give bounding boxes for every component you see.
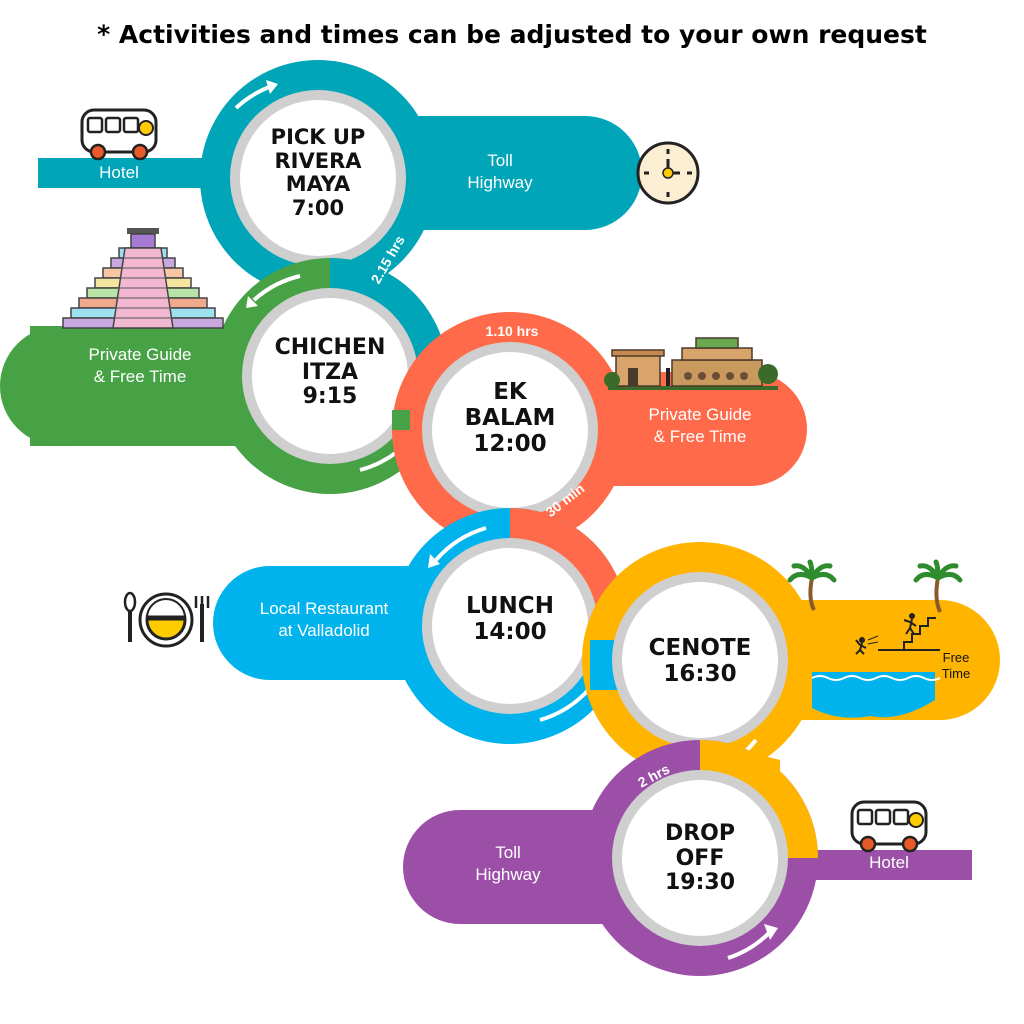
water-wave xyxy=(811,675,941,681)
arrow-arc xyxy=(252,274,301,302)
toll-2-cap xyxy=(403,810,517,924)
lunch-inner xyxy=(432,548,588,704)
arrow-head xyxy=(428,554,440,568)
bus-icon xyxy=(80,108,158,161)
cenote-inner xyxy=(622,582,778,738)
palm-tree-icon xyxy=(787,559,837,611)
pickup-inner xyxy=(240,100,396,256)
chichen-pill-cap xyxy=(0,326,120,446)
clock-icon xyxy=(636,141,700,205)
ekbalam-inner xyxy=(432,352,588,508)
hotel-start-strip xyxy=(38,158,215,188)
duration-label-2: 1.10 hrs xyxy=(486,323,539,339)
lunch-pill-cap xyxy=(213,566,327,680)
arrow-arc xyxy=(434,526,487,562)
segment-cenote xyxy=(582,542,1000,778)
diver-icon xyxy=(855,613,940,655)
arrow-head xyxy=(246,296,258,308)
chichen-inner xyxy=(252,298,408,454)
arrow-head xyxy=(764,924,778,940)
bus-icon xyxy=(850,800,928,853)
arrow-head xyxy=(266,80,278,94)
segment-chichen xyxy=(0,258,448,494)
ruins-icon xyxy=(604,337,778,390)
segment-ekbalam xyxy=(392,312,807,548)
pyramid-icon xyxy=(62,228,224,329)
dropoff-inner xyxy=(622,780,778,936)
segment-pickup xyxy=(38,60,642,296)
plate-cutlery-icon xyxy=(123,591,210,648)
palm-tree-icon xyxy=(913,559,963,613)
hotel-end-strip xyxy=(780,850,972,880)
cenote-water xyxy=(812,672,935,718)
green-overlap xyxy=(392,410,410,430)
segment-lunch xyxy=(213,508,628,744)
segment-dropoff xyxy=(403,740,972,976)
